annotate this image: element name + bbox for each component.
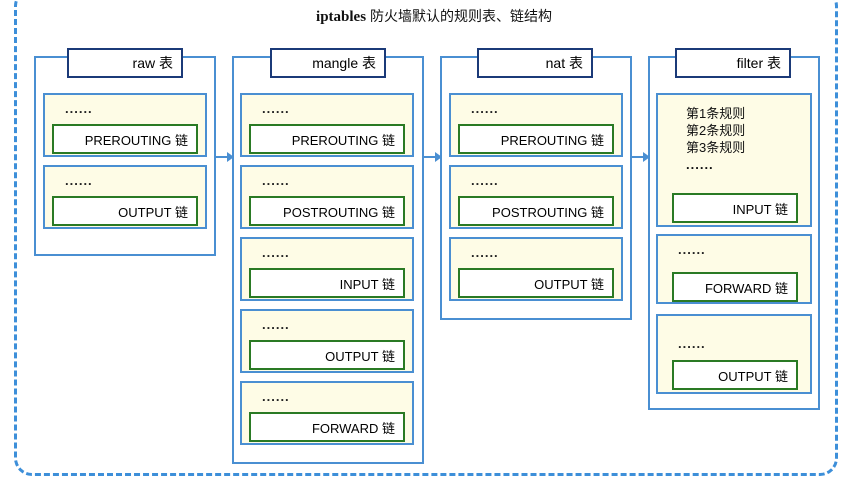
nat-table-name: nat 表 bbox=[477, 48, 593, 78]
arrow-nat-to-filter bbox=[632, 152, 650, 162]
ellipsis: ...... bbox=[471, 101, 499, 116]
raw-chain-prerouting: PREROUTING 链 bbox=[52, 124, 198, 154]
rule-item: 第1条规则 bbox=[686, 106, 746, 121]
ellipsis: ...... bbox=[65, 101, 93, 116]
ellipsis: ...... bbox=[262, 317, 290, 332]
arrow-raw-to-mangle bbox=[216, 152, 234, 162]
mangle-chain-input: INPUT 链 bbox=[249, 268, 405, 298]
nat-chain-postrouting: POSTROUTING 链 bbox=[458, 196, 614, 226]
nat-chain-output: OUTPUT 链 bbox=[458, 268, 614, 298]
ellipsis: ...... bbox=[678, 242, 706, 257]
diagram-title: iptables 防火墙默认的规则表、链结构 bbox=[0, 6, 868, 26]
arrow-mangle-to-nat bbox=[424, 152, 442, 162]
rule-item: ...... bbox=[686, 157, 714, 172]
rule-item: 第2条规则 bbox=[686, 123, 746, 138]
ellipsis: ...... bbox=[262, 245, 290, 260]
raw-chain-output: OUTPUT 链 bbox=[52, 196, 198, 226]
filter-table-name: filter 表 bbox=[675, 48, 791, 78]
ellipsis: ...... bbox=[262, 101, 290, 116]
mangle-chain-output: OUTPUT 链 bbox=[249, 340, 405, 370]
mangle-table-name: mangle 表 bbox=[270, 48, 386, 78]
ellipsis: ...... bbox=[262, 173, 290, 188]
ellipsis: ...... bbox=[678, 336, 706, 351]
rule-list: 第1条规则 第2条规则 第3条规则 ...... bbox=[686, 105, 745, 173]
title-rest: 防火墙默认的规则表、链结构 bbox=[366, 8, 552, 24]
filter-chain-input: INPUT 链 bbox=[672, 193, 798, 223]
ellipsis: ...... bbox=[262, 389, 290, 404]
filter-chain-forward: FORWARD 链 bbox=[672, 272, 798, 302]
nat-chain-prerouting: PREROUTING 链 bbox=[458, 124, 614, 154]
raw-table-name: raw 表 bbox=[67, 48, 183, 78]
ellipsis: ...... bbox=[471, 173, 499, 188]
mangle-chain-prerouting: PREROUTING 链 bbox=[249, 124, 405, 154]
title-bold: iptables bbox=[316, 9, 367, 25]
rule-item: 第3条规则 bbox=[686, 140, 746, 155]
outer-dashed-frame bbox=[14, 0, 838, 476]
filter-chain-output: OUTPUT 链 bbox=[672, 360, 798, 390]
mangle-chain-forward: FORWARD 链 bbox=[249, 412, 405, 442]
mangle-chain-postrouting: POSTROUTING 链 bbox=[249, 196, 405, 226]
ellipsis: ...... bbox=[65, 173, 93, 188]
ellipsis: ...... bbox=[471, 245, 499, 260]
